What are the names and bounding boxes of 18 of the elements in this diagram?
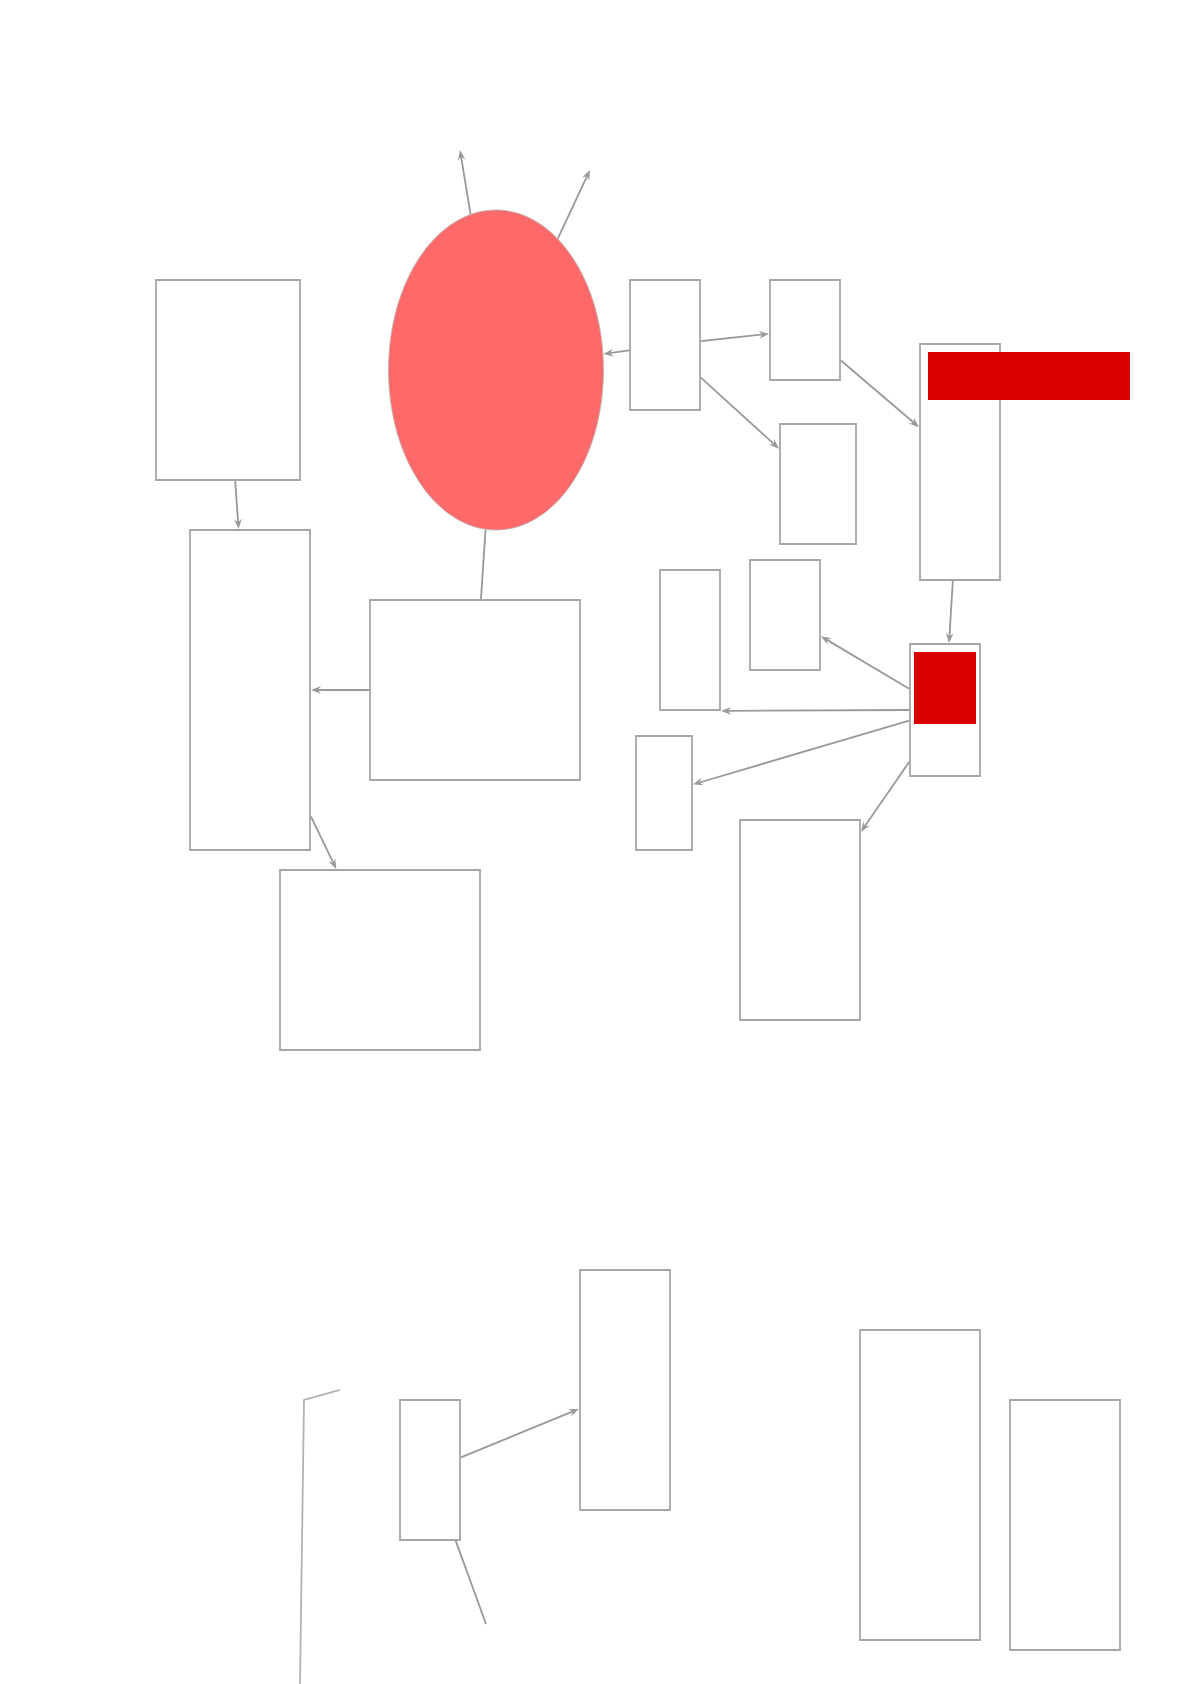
text-box [769, 279, 841, 381]
text-box [155, 279, 301, 481]
text-box [739, 819, 861, 1021]
text-box [779, 423, 857, 545]
text-box [279, 869, 481, 1051]
text-box [659, 569, 721, 711]
text-box [629, 279, 701, 411]
text-box [579, 1269, 671, 1511]
text-box [749, 559, 821, 671]
text-box [635, 735, 693, 851]
text-box [859, 1329, 981, 1641]
highlight-bar [914, 652, 976, 724]
highlight-bar [928, 352, 1130, 400]
text-box [189, 529, 311, 851]
oval-shape [388, 209, 604, 531]
text-box [399, 1399, 461, 1541]
text-box [369, 599, 581, 781]
text-box [1009, 1399, 1121, 1651]
